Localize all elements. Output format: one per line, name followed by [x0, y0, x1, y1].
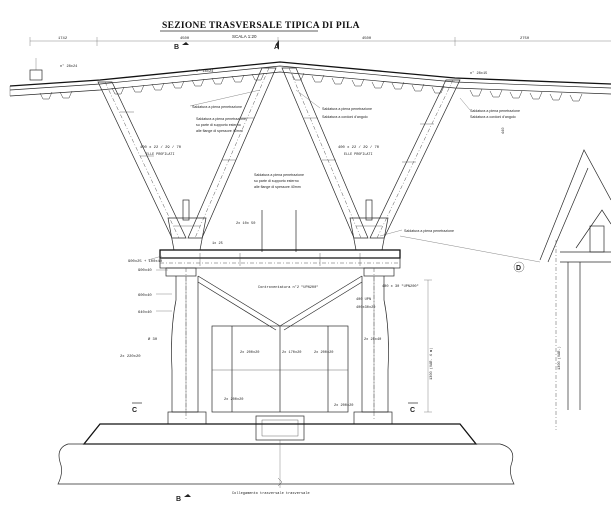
- svg-text:2x 28x40: 2x 28x40: [364, 338, 381, 342]
- node-right: [349, 199, 389, 251]
- svg-text:600x40: 600x40: [138, 294, 152, 298]
- deck-label-2: n° 18x24: [196, 69, 213, 74]
- strut-right-outer: [369, 79, 461, 239]
- svg-text:400x30x20: 400x30x20: [356, 306, 375, 310]
- svg-text:2x 200x20: 2x 200x20: [314, 351, 333, 355]
- deck-troughs-right: [291, 72, 583, 102]
- k-bracing: [197, 275, 363, 331]
- svg-text:400 x 30 "UPN200": 400 x 30 "UPN200": [382, 284, 419, 289]
- svg-text:D: D: [516, 265, 521, 272]
- section-mark-d: D: [513, 261, 525, 273]
- svg-text:2x 200x20: 2x 200x20: [224, 398, 243, 402]
- svg-text:1x 25: 1x 25: [212, 242, 223, 246]
- svg-text:B: B: [176, 496, 181, 503]
- svg-text:Controventatura n°2 "UPN200": Controventatura n°2 "UPN200": [258, 285, 318, 290]
- right-leaders: [399, 97, 541, 263]
- dim-2: 4500: [180, 37, 190, 41]
- left-kerb: [29, 58, 43, 81]
- svg-text:1300 (VAR.): 1300 (VAR.): [557, 346, 562, 370]
- pier-column-right: [361, 268, 389, 420]
- svg-text:400 UPN: 400 UPN: [356, 298, 371, 302]
- node-left: [167, 199, 207, 251]
- deck-troughs-left: [39, 72, 265, 100]
- drawing-title: SEZIONE TRASVERSALE TIPICA DI PILA: [162, 21, 360, 31]
- side-view-partial: 1300 (VAR.): [539, 149, 611, 430]
- svg-text:2x 170x20: 2x 170x20: [282, 351, 301, 355]
- svg-text:Saldatura a cordoni d'angolo: Saldatura a cordoni d'angolo: [322, 115, 368, 119]
- cap-labels-left: 900x25 + 100x40 900x40 600x40 640x40 Ø 3…: [120, 255, 172, 359]
- svg-text:A: A: [274, 44, 279, 51]
- centre-stiffener: 2x 10x 50 1x 25: [212, 210, 297, 252]
- svg-text:Saldatura a piena penetrazione: Saldatura a piena penetrazione: [192, 105, 242, 109]
- svg-text:su parte di supporto esterno: su parte di supporto esterno: [254, 179, 299, 183]
- vertical-dimension-right: 1300 (VAR. 4 m): [424, 279, 434, 413]
- svg-text:2x 220x20: 2x 220x20: [120, 355, 141, 359]
- section-mark-c-right: C: [408, 402, 418, 414]
- deck-depth-dim: 440: [502, 128, 506, 134]
- base-plates: [167, 411, 393, 441]
- pier-column-left: [171, 268, 199, 420]
- svg-text:Saldatura a piena penetrazione: Saldatura a piena penetrazione: [322, 107, 372, 111]
- weld-note-centre: Saldatura a piena penetrazione su parte …: [254, 173, 304, 189]
- svg-text:B: B: [174, 44, 179, 51]
- strut-left-inner: [187, 67, 277, 239]
- section-mark-b-bottom: B: [176, 494, 191, 503]
- svg-text:1300 (VAR. 4 m): 1300 (VAR. 4 m): [429, 348, 434, 380]
- top-dimension-line: 1742 4500 4500 2750: [29, 37, 611, 46]
- strut-label-right: 400 x 22 / 29 / 70: [338, 145, 380, 150]
- strut-left-outer: [97, 81, 187, 239]
- dim-1: 1742: [58, 37, 68, 41]
- strut-label-right-sub: ELLE PROFILATI: [344, 153, 373, 157]
- strut-label-left-sub: ELLE PROFILATI: [146, 153, 175, 157]
- svg-text:su parte di supporto esterno: su parte di supporto esterno: [196, 123, 241, 127]
- weld-note-top-left: Saldatura a piena penetrazione: [189, 89, 261, 109]
- section-mark-c-left: C: [132, 402, 142, 414]
- svg-text:Ø 30: Ø 30: [148, 337, 158, 342]
- weld-note-mid: Saldatura a piena penetrazione su parte …: [196, 117, 246, 133]
- svg-text:640x40: 640x40: [138, 311, 152, 315]
- svg-text:2x 200x20: 2x 200x20: [334, 404, 353, 408]
- section-mark-a-top: A: [274, 40, 279, 51]
- svg-text:2x 200x20: 2x 200x20: [240, 351, 259, 355]
- brace-label: Controventatura n°2 "UPN200" 400 UPN 400…: [258, 284, 419, 310]
- strut-right-inner: [281, 67, 369, 239]
- svg-text:900x40: 900x40: [138, 269, 152, 273]
- drawing-subtitle: SCALA 1:20: [232, 34, 257, 39]
- svg-text:Saldatura a cordoni d'angolo: Saldatura a cordoni d'angolo: [470, 115, 516, 119]
- dim-4: 2750: [520, 37, 530, 41]
- svg-text:Saldatura a piena penetrazione: Saldatura a piena penetrazione: [196, 117, 246, 121]
- weld-note-cap-right: Saldatura a piena penetrazione: [379, 229, 454, 237]
- dim-3: 4500: [362, 37, 372, 41]
- pier-head-concrete: [57, 423, 515, 485]
- weld-note-right: Saldatura a piena penetrazione Saldatura…: [295, 89, 372, 119]
- svg-text:900x25 + 100x40: 900x25 + 100x40: [128, 260, 163, 264]
- weld-note-far-right: Saldatura a piena penetrazione Saldatura…: [470, 109, 520, 119]
- svg-text:C: C: [132, 407, 137, 414]
- pier-labels: 2x 200x20 2x 170x20 2x 200x20 2x 200x20 …: [224, 338, 381, 408]
- svg-text:alle flange di spessore 40mm: alle flange di spessore 40mm: [254, 185, 301, 189]
- pier-cap-beam: [159, 249, 401, 277]
- bottom-callout: Collegamento trasversale trasversale: [232, 440, 310, 496]
- svg-text:2x 10x 50: 2x 10x 50: [236, 222, 255, 226]
- svg-text:Saldatura a piena penetrazione: Saldatura a piena penetrazione: [254, 173, 304, 177]
- svg-text:Saldatura a piena penetrazione: Saldatura a piena penetrazione: [404, 229, 454, 233]
- deck-label-1: n° 28x24: [60, 64, 77, 69]
- svg-text:alle flange di spessore 40mm: alle flange di spessore 40mm: [196, 129, 243, 133]
- deck-label-3: n° 28x15: [470, 71, 487, 76]
- section-mark-b-top: B: [174, 42, 189, 51]
- svg-text:C: C: [410, 407, 415, 414]
- strut-label-left: 400 x 22 / 29 / 70: [140, 145, 182, 150]
- deck-slab: [9, 61, 611, 97]
- svg-text:Saldatura a piena penetrazione: Saldatura a piena penetrazione: [470, 109, 520, 113]
- svg-text:Collegamento trasversale trasv: Collegamento trasversale trasversale: [232, 491, 310, 496]
